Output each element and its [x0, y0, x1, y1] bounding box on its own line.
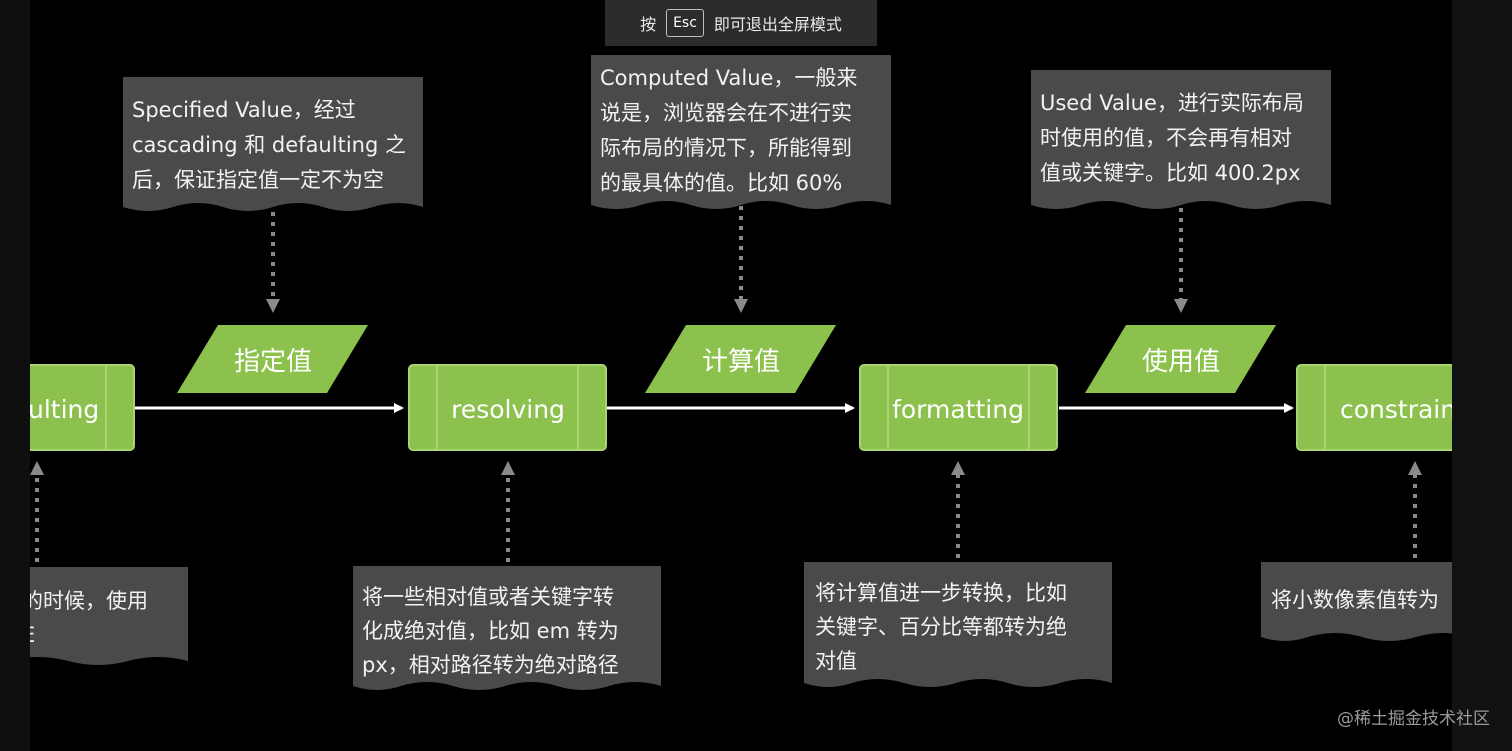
note-line: E	[30, 623, 35, 647]
process-label: constrain	[1340, 395, 1452, 424]
svg-text:Specified Value，经过: Specified Value，经过	[132, 98, 356, 122]
svg-text:化成绝对值，比如 em 转为: 化成绝对值，比如 em 转为	[362, 619, 619, 643]
svg-text:关键字、百分比等都转为绝: 关键字、百分比等都转为绝	[815, 615, 1067, 639]
flow-diagram: Specified Value，经过 cascading 和 defaultin…	[30, 55, 1452, 690]
svg-text:后，保证指定值一定不为空: 后，保证指定值一定不为空	[132, 168, 384, 192]
note-line: Specified Value，经过	[132, 98, 356, 122]
note-line: 将小数像素值转为	[1271, 588, 1439, 612]
svg-text:对值: 对值	[815, 649, 857, 673]
process-constraining: constrain	[1296, 364, 1452, 451]
svg-text:px，相对路径转为绝对路径: px，相对路径转为绝对路径	[362, 653, 619, 677]
svg-text:的最具体的值。比如 60%: 的最具体的值。比如 60%	[600, 171, 842, 195]
note-line: 值或关键字。比如 400.2px	[1040, 161, 1301, 185]
note-line: 将一些相对值或者关键字转	[362, 585, 614, 609]
process-resolving: resolving	[408, 364, 607, 451]
process-label: formatting	[892, 395, 1024, 424]
svg-text:Computed Value，一般来: Computed Value，一般来	[600, 66, 857, 90]
diagram-canvas: Specified Value，经过 cascading 和 defaultin…	[30, 0, 1452, 751]
process-defaulting: ulting	[30, 364, 135, 451]
note-line: 将计算值进一步转换，比如	[815, 581, 1067, 605]
note-line: 化成绝对值，比如 em 转为	[362, 619, 619, 643]
note-resolving: 将一些相对值或者关键字转 化成绝对值，比如 em 转为 px，相对路径转为绝对路…	[353, 566, 661, 690]
watermark: @稀土掘金技术社区	[1337, 709, 1490, 729]
svg-text:将计算值进一步转换，比如: 将计算值进一步转换，比如	[815, 581, 1067, 605]
svg-text:时使用的值，不会再有相对: 时使用的值，不会再有相对	[1040, 126, 1292, 150]
value-label: 指定值	[234, 347, 312, 377]
note-line: 后，保证指定值一定不为空	[132, 168, 384, 192]
note-specified-value: Specified Value，经过 cascading 和 defaultin…	[123, 77, 423, 211]
svg-text:的时候，使用: 的时候，使用	[30, 589, 148, 613]
note-computed-value: Computed Value，一般来 说是，浏览器会在不进行实 际布局的情况下，…	[591, 55, 891, 209]
note-used-value: Used Value，进行实际布局 时使用的值，不会再有相对 值或关键字。比如 …	[1031, 70, 1331, 209]
svg-text:将小数像素值转为: 将小数像素值转为	[1271, 588, 1439, 612]
note-line: 时使用的值，不会再有相对	[1040, 126, 1292, 150]
hint-prefix: 按	[640, 15, 657, 34]
svg-text:际布局的情况下，所能得到: 际布局的情况下，所能得到	[600, 136, 852, 160]
note-line: px，相对路径转为绝对路径	[362, 653, 619, 677]
note-defaulting: 的时候，使用 E	[30, 567, 188, 665]
note-line: Used Value，进行实际布局	[1040, 91, 1304, 115]
right-margin	[1452, 0, 1512, 751]
value-label: 使用值	[1142, 347, 1220, 377]
note-line: 际布局的情况下，所能得到	[600, 136, 852, 160]
note-line: Computed Value，一般来	[600, 66, 857, 90]
note-line: 对值	[815, 649, 857, 673]
fullscreen-exit-hint: 按 Esc 即可退出全屏模式	[605, 0, 877, 46]
svg-text:cascading 和 defaulting 之: cascading 和 defaulting 之	[132, 133, 406, 157]
note-line: 说是，浏览器会在不进行实	[600, 101, 852, 125]
svg-text:Used Value，进行实际布局: Used Value，进行实际布局	[1040, 91, 1304, 115]
note-line: 关键字、百分比等都转为绝	[815, 615, 1067, 639]
value-specified: 指定值	[177, 325, 368, 393]
value-computed: 计算值	[645, 325, 836, 393]
esc-key[interactable]: Esc	[666, 9, 704, 37]
hint-suffix: 即可退出全屏模式	[713, 15, 842, 34]
svg-text:说是，浏览器会在不进行实: 说是，浏览器会在不进行实	[600, 101, 852, 125]
process-formatting: formatting	[859, 364, 1058, 451]
note-line: 的时候，使用	[30, 589, 148, 613]
value-label: 计算值	[702, 347, 780, 377]
svg-text:E: E	[30, 623, 35, 647]
process-label: resolving	[451, 395, 565, 424]
note-line: cascading 和 defaulting 之	[132, 133, 406, 157]
svg-text:将一些相对值或者关键字转: 将一些相对值或者关键字转	[362, 585, 614, 609]
note-formatting: 将计算值进一步转换，比如 关键字、百分比等都转为绝 对值	[804, 562, 1112, 687]
svg-text:值或关键字。比如 400.2px: 值或关键字。比如 400.2px	[1040, 161, 1301, 185]
note-constraining: 将小数像素值转为	[1261, 562, 1452, 641]
note-line: 的最具体的值。比如 60%	[600, 171, 842, 195]
process-label: ulting	[30, 395, 99, 424]
value-used: 使用值	[1085, 325, 1276, 393]
